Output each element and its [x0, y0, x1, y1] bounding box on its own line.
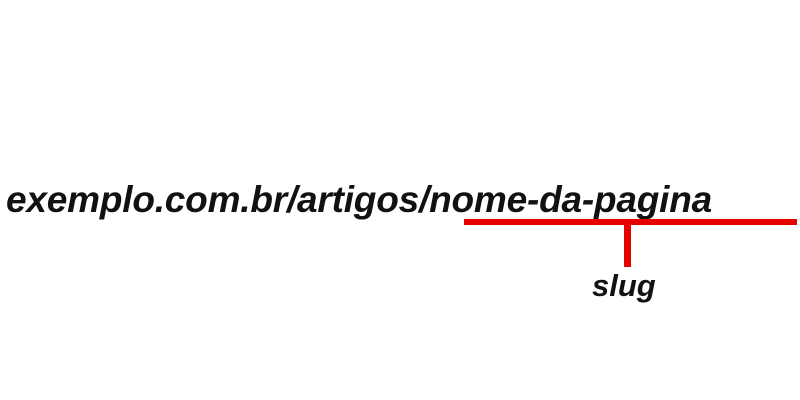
url-slug: nome-da-pagina [429, 179, 713, 220]
slug-pointer-stem [624, 221, 631, 267]
slug-label: slug [592, 268, 656, 303]
url-base: exemplo.com.br/artigos/ [6, 179, 430, 220]
url-text: exemplo.com.br/artigos/nome-da-pagina [6, 176, 712, 224]
